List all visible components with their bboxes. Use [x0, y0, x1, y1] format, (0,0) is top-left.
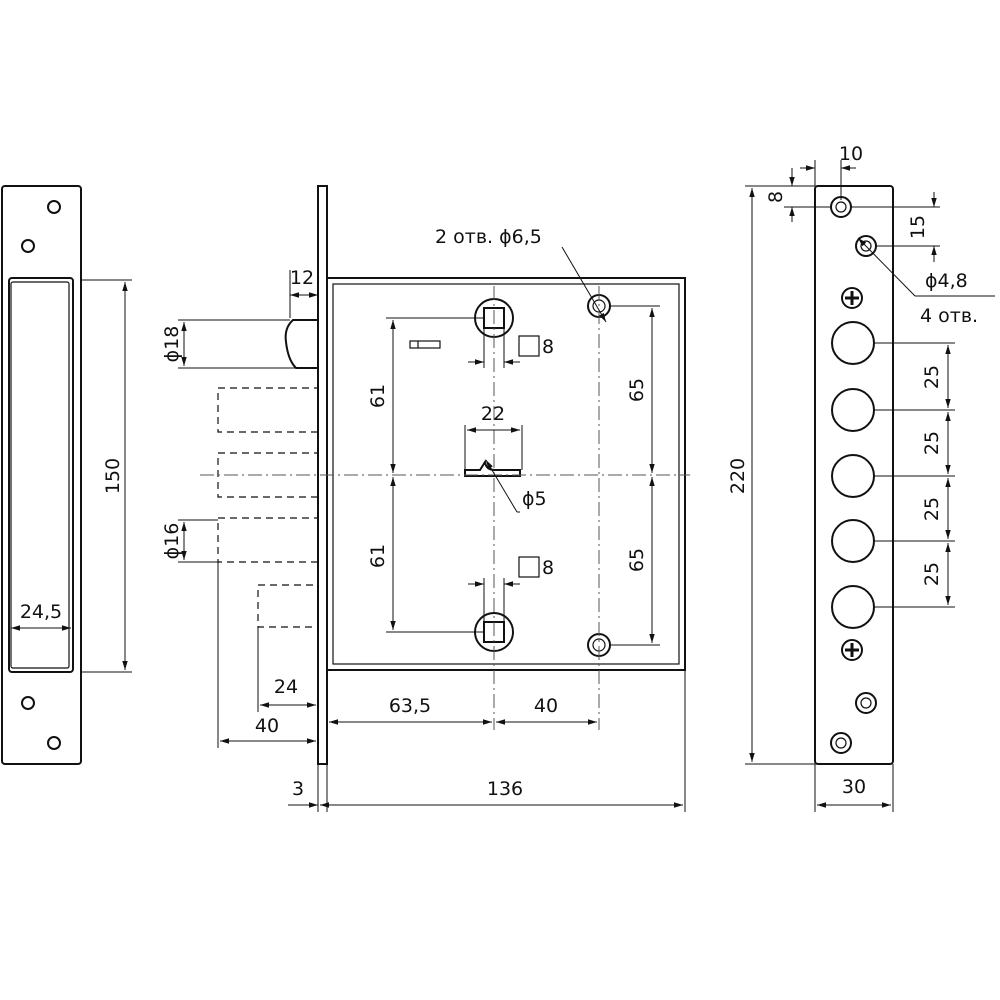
faceplate-front-view: 220 30 10 8 15 ϕ4,8 4 отв. — [727, 143, 995, 812]
deadlatch-offset-label: 12 — [290, 267, 314, 289]
upper-spindle-offset-label: 61 — [367, 384, 389, 408]
strike-width-label: 24,5 — [20, 601, 62, 623]
bolt-pitch-1-label: 25 — [921, 365, 943, 389]
keyhole — [464, 459, 521, 477]
square-lower-label: 8 — [542, 557, 554, 579]
lock-case-outer — [326, 277, 686, 671]
bolt-pitch-4-label: 25 — [921, 562, 943, 586]
strike-plate — [1, 185, 82, 765]
latch-dia-label: ϕ18 — [161, 326, 183, 363]
bolt-dia-label: ϕ16 — [161, 523, 183, 560]
spindle-to-holes-label: 40 — [534, 695, 558, 717]
strike-height-label: 150 — [102, 458, 124, 494]
lower-hole-offset-label: 65 — [626, 548, 648, 572]
faceplate-top-offset-label: 8 — [765, 191, 787, 203]
body-depth-label: 136 — [487, 778, 523, 800]
faceplate-width-label: 30 — [842, 776, 866, 798]
backset-label: 63,5 — [389, 695, 431, 717]
keyhole-width-label: 22 — [481, 403, 505, 425]
strike-pocket-outer — [8, 277, 74, 673]
cross-screws — [841, 287, 863, 661]
lock-case-inner — [332, 283, 680, 665]
lower-spindle-offset-label: 61 — [367, 544, 389, 568]
keyhole-dia-label: ϕ5 — [522, 488, 547, 510]
bolt-pitch-3-label: 25 — [921, 497, 943, 521]
faceplate-hole-pitch-label: 15 — [907, 215, 929, 239]
square-symbol-lower — [518, 556, 540, 578]
strike-hole-3 — [21, 696, 35, 710]
front-faceplate — [814, 185, 894, 765]
strike-hole-2 — [21, 239, 35, 253]
square-upper-label: 8 — [542, 336, 554, 358]
bolt-pitch-2-label: 25 — [921, 431, 943, 455]
screw-hole-dia-label: ϕ4,8 — [925, 270, 968, 292]
bolt-throw-short-label: 24 — [274, 676, 298, 698]
faceplate-thickness-label: 3 — [292, 778, 304, 800]
faceplate-height-label: 220 — [727, 458, 749, 494]
screw-hole-count-label: 4 отв. — [920, 305, 978, 327]
strike-plate-view: 150 24,5 — [1, 185, 132, 765]
mount-holes-label: 2 отв. ϕ6,5 — [435, 226, 542, 248]
strike-hole-4 — [47, 736, 61, 750]
upper-hole-offset-label: 65 — [626, 378, 648, 402]
indicator-slot — [409, 340, 441, 349]
square-symbol-upper — [518, 335, 540, 357]
bolt-outlines — [217, 387, 319, 628]
strike-hole-1 — [47, 200, 61, 214]
strike-pocket-inner — [10, 281, 70, 669]
lock-body-view: 12 ϕ18 ϕ16 24 40 3 136 63,5 40 — [161, 185, 690, 812]
latch-bolt — [284, 319, 318, 369]
faceplate-hole-inset-label: 10 — [839, 143, 863, 165]
bolt-throw-long-label: 40 — [255, 715, 279, 737]
